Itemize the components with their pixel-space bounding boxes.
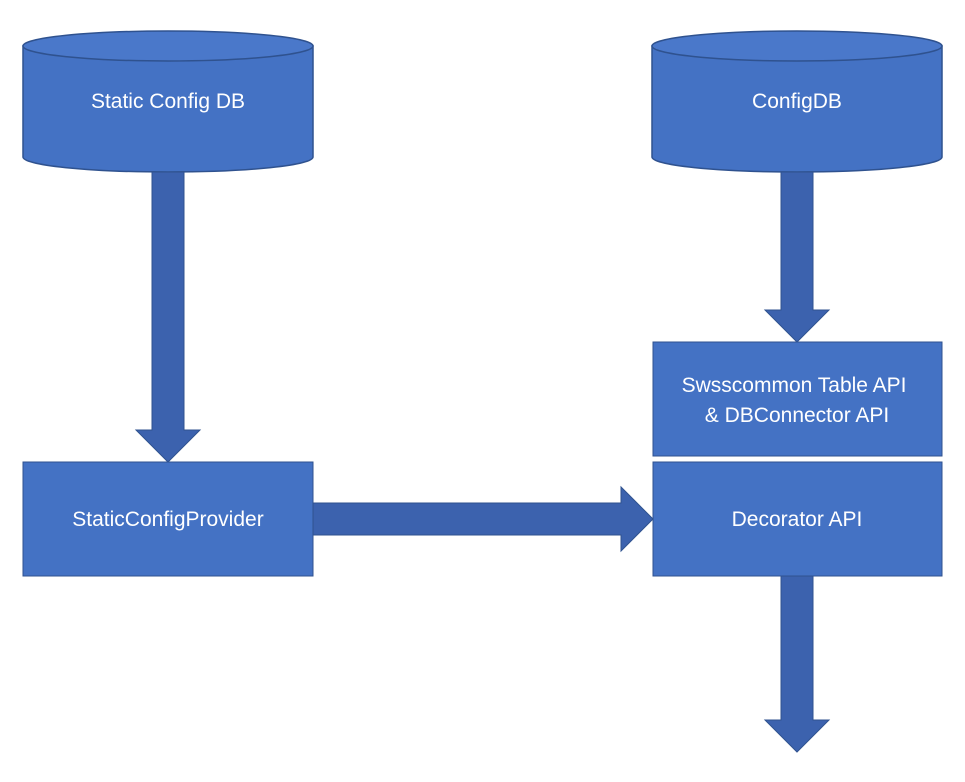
- arrow-provider-to-decorator: [312, 485, 654, 553]
- decorator-api-node: Decorator API: [652, 461, 943, 577]
- static-config-db-cylinder-top: [22, 30, 314, 62]
- swsscommon-api-label-line2: & DBConnector API: [705, 404, 889, 427]
- swsscommon-api-node: Swsscommon Table API & DBConnector API: [652, 341, 943, 457]
- swsscommon-api-label: Swsscommon Table API & DBConnector API: [682, 374, 913, 427]
- arrow-decorator-down: [763, 575, 831, 753]
- static-config-db-node: Static Config DB: [22, 30, 314, 173]
- arrow-config-db-to-swsscommon: [763, 171, 831, 343]
- swsscommon-api-box: [652, 341, 943, 457]
- decorator-api-label: Decorator API: [732, 508, 863, 531]
- static-config-provider-node: StaticConfigProvider: [22, 461, 314, 577]
- arrow-static-config-db-to-provider: [134, 171, 202, 463]
- static-config-provider-box: [22, 461, 314, 577]
- decorator-api-box: [652, 461, 943, 577]
- static-config-db-label: Static Config DB: [91, 90, 245, 113]
- config-db-node: ConfigDB: [651, 30, 943, 173]
- swsscommon-api-label-line1: Swsscommon Table API: [682, 374, 907, 397]
- config-db-cylinder-top: [651, 30, 943, 62]
- static-config-provider-label: StaticConfigProvider: [72, 508, 263, 531]
- config-db-label: ConfigDB: [752, 90, 842, 113]
